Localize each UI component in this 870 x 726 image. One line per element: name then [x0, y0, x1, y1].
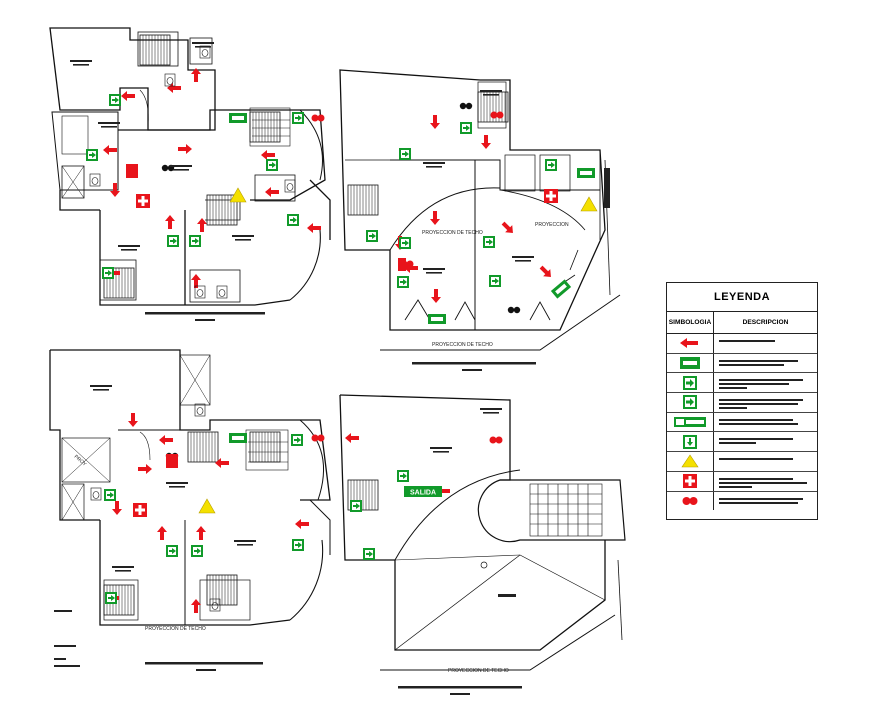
green-arrow-exit-sign-icon	[683, 395, 697, 410]
legend-row	[667, 432, 817, 453]
plan-floor-2-signs: PROYECCION DE TECHO PROYECCION PROYECCIO…	[366, 90, 610, 371]
plan-floor-2	[339, 69, 621, 351]
legend-row	[667, 373, 817, 394]
green-stair-sign-icon	[683, 434, 697, 449]
legend-header: SIMBOLOGIA DESCRIPCION	[667, 312, 817, 334]
svg-text:PROYECCION DE TECHO: PROYECCION DE TECHO	[448, 668, 509, 674]
red-arrow-left-icon	[680, 338, 698, 349]
plan-floor-4-stairs	[347, 479, 603, 537]
plan-floor-3-stairs	[103, 431, 281, 616]
legend-title: LEYENDA	[667, 283, 817, 312]
salida-sign-icon	[674, 417, 706, 428]
red-cross-firstaid-icon	[683, 474, 697, 489]
legend-table: LEYENDA SIMBOLOGIA DESCRIPCION	[666, 282, 818, 520]
plan-floor-4-signs: PROYECCION DE TECHO	[345, 408, 522, 695]
legend-row	[667, 471, 817, 492]
salida-label: SALIDA	[410, 490, 436, 497]
legend-col-symbol: SIMBOLOGIA	[667, 312, 714, 333]
legend-row	[667, 393, 817, 413]
green-arrow-exit-sign-icon	[683, 375, 697, 390]
svg-text:PROY: PROY	[73, 454, 88, 468]
svg-text:PROYECCION DE TECHO: PROYECCION DE TECHO	[432, 342, 493, 348]
legend-row	[667, 353, 817, 374]
plan-floor-3-signs: PROY PROYECCION DE TECHO	[54, 385, 325, 671]
legend-row	[667, 491, 817, 511]
yellow-warning-triangle-icon	[681, 454, 699, 468]
plan-floor-3	[49, 349, 331, 626]
legend-col-description: DESCRIPCION	[742, 319, 789, 326]
legend-row	[667, 334, 817, 354]
svg-text:PROYECCION: PROYECCION	[535, 222, 569, 228]
plan-floor-2-stairs	[347, 91, 509, 216]
extinguisher-icon	[682, 496, 698, 505]
plan-floor-1	[49, 27, 331, 306]
legend-row	[667, 412, 817, 433]
salida-sign-plan4: SALIDA	[404, 486, 442, 497]
plan-floor-1-signs	[70, 42, 325, 321]
svg-text:PROYECCION DE TECHO: PROYECCION DE TECHO	[145, 626, 206, 632]
svg-text:PROYECCION DE TECHO: PROYECCION DE TECHO	[422, 230, 483, 236]
green-rect-exit-icon	[680, 357, 700, 370]
legend-row	[667, 452, 817, 472]
plan-floor-4	[339, 394, 626, 671]
